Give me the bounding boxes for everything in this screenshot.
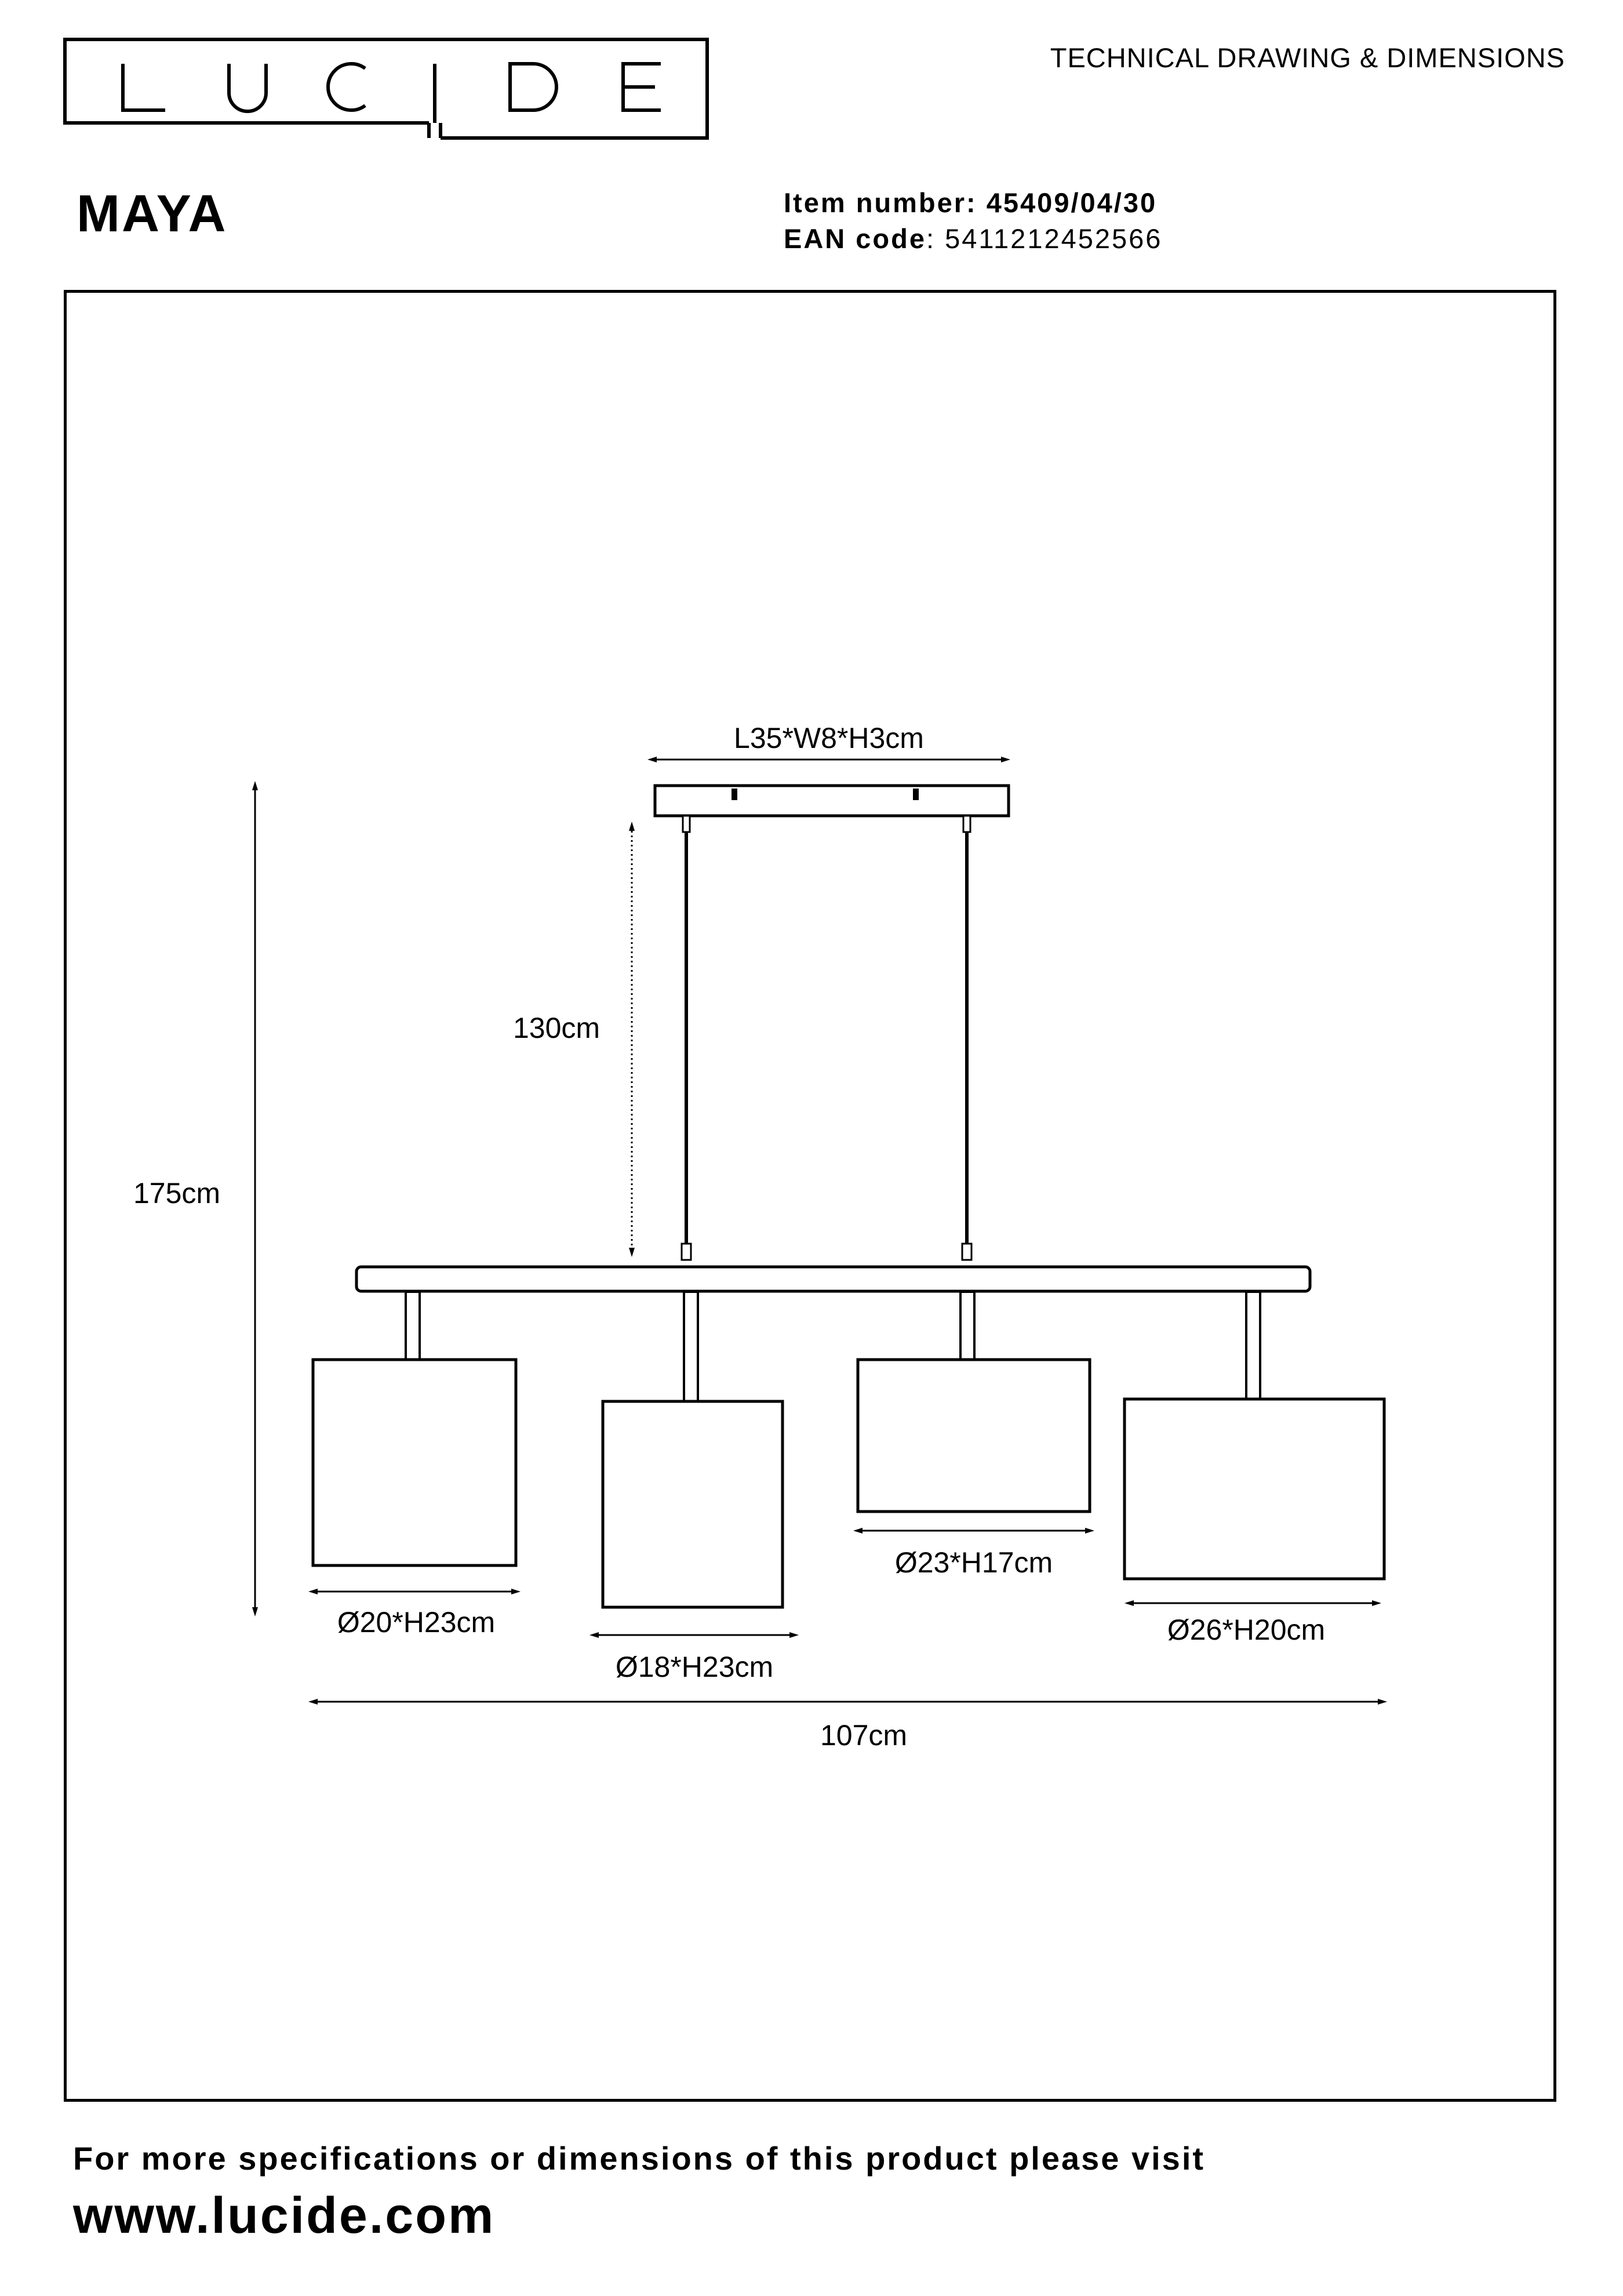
cable-grip-right-bottom xyxy=(961,1243,973,1261)
product-name: MAYA xyxy=(77,185,228,243)
stem-3 xyxy=(959,1291,976,1363)
item-number-value: 45409/04/30 xyxy=(986,187,1158,218)
ean-value: : 5411212452566 xyxy=(926,223,1163,254)
logo-letter-e xyxy=(621,62,661,112)
shade-2 xyxy=(601,1400,784,1609)
logo-letter-u xyxy=(227,64,268,113)
total-width-label: 107cm xyxy=(820,1719,907,1752)
stem-2 xyxy=(683,1291,699,1406)
canopy-screw-right xyxy=(913,789,919,800)
stem-4 xyxy=(1245,1291,1261,1403)
ceiling-canopy xyxy=(653,784,1010,818)
logo-letter-c xyxy=(326,62,366,112)
shade-1-label: Ø20*H23cm xyxy=(337,1606,495,1639)
cable-grip-left-bottom xyxy=(681,1243,692,1261)
shade-3 xyxy=(856,1358,1091,1513)
shade-4-label: Ø26*H20cm xyxy=(1167,1614,1325,1646)
item-number-label: Item number: xyxy=(784,187,977,218)
cable-grip-right-top xyxy=(962,815,971,833)
logo-letter-l xyxy=(121,64,165,112)
footer-url[interactable]: www.lucide.com xyxy=(73,2186,496,2244)
logo-letter-d xyxy=(508,62,558,112)
lucide-logo xyxy=(63,38,709,140)
drawing-frame xyxy=(64,290,1556,2102)
shade-1 xyxy=(311,1358,518,1567)
ean-row: EAN code: 5411212452566 xyxy=(784,223,1162,255)
main-bar xyxy=(355,1265,1312,1293)
stem-1 xyxy=(405,1291,421,1363)
ean-label: EAN code xyxy=(784,223,926,254)
shade-4 xyxy=(1123,1397,1386,1581)
footer-text: For more specifications or dimensions of… xyxy=(73,2140,1206,2177)
item-number-row: Item number: 45409/04/30 xyxy=(784,187,1157,219)
total-height-label: 175cm xyxy=(133,1177,220,1209)
shade-2-label: Ø18*H23cm xyxy=(616,1651,773,1683)
document-type: TECHNICAL DRAWING & DIMENSIONS xyxy=(1050,42,1565,73)
cable-length-label: 130cm xyxy=(513,1012,600,1044)
cable-grip-left-top xyxy=(682,815,691,833)
canopy-dimension-label: L35*W8*H3cm xyxy=(734,722,924,754)
canopy-screw-left xyxy=(732,789,737,800)
shade-3-label: Ø23*H17cm xyxy=(895,1546,1053,1579)
